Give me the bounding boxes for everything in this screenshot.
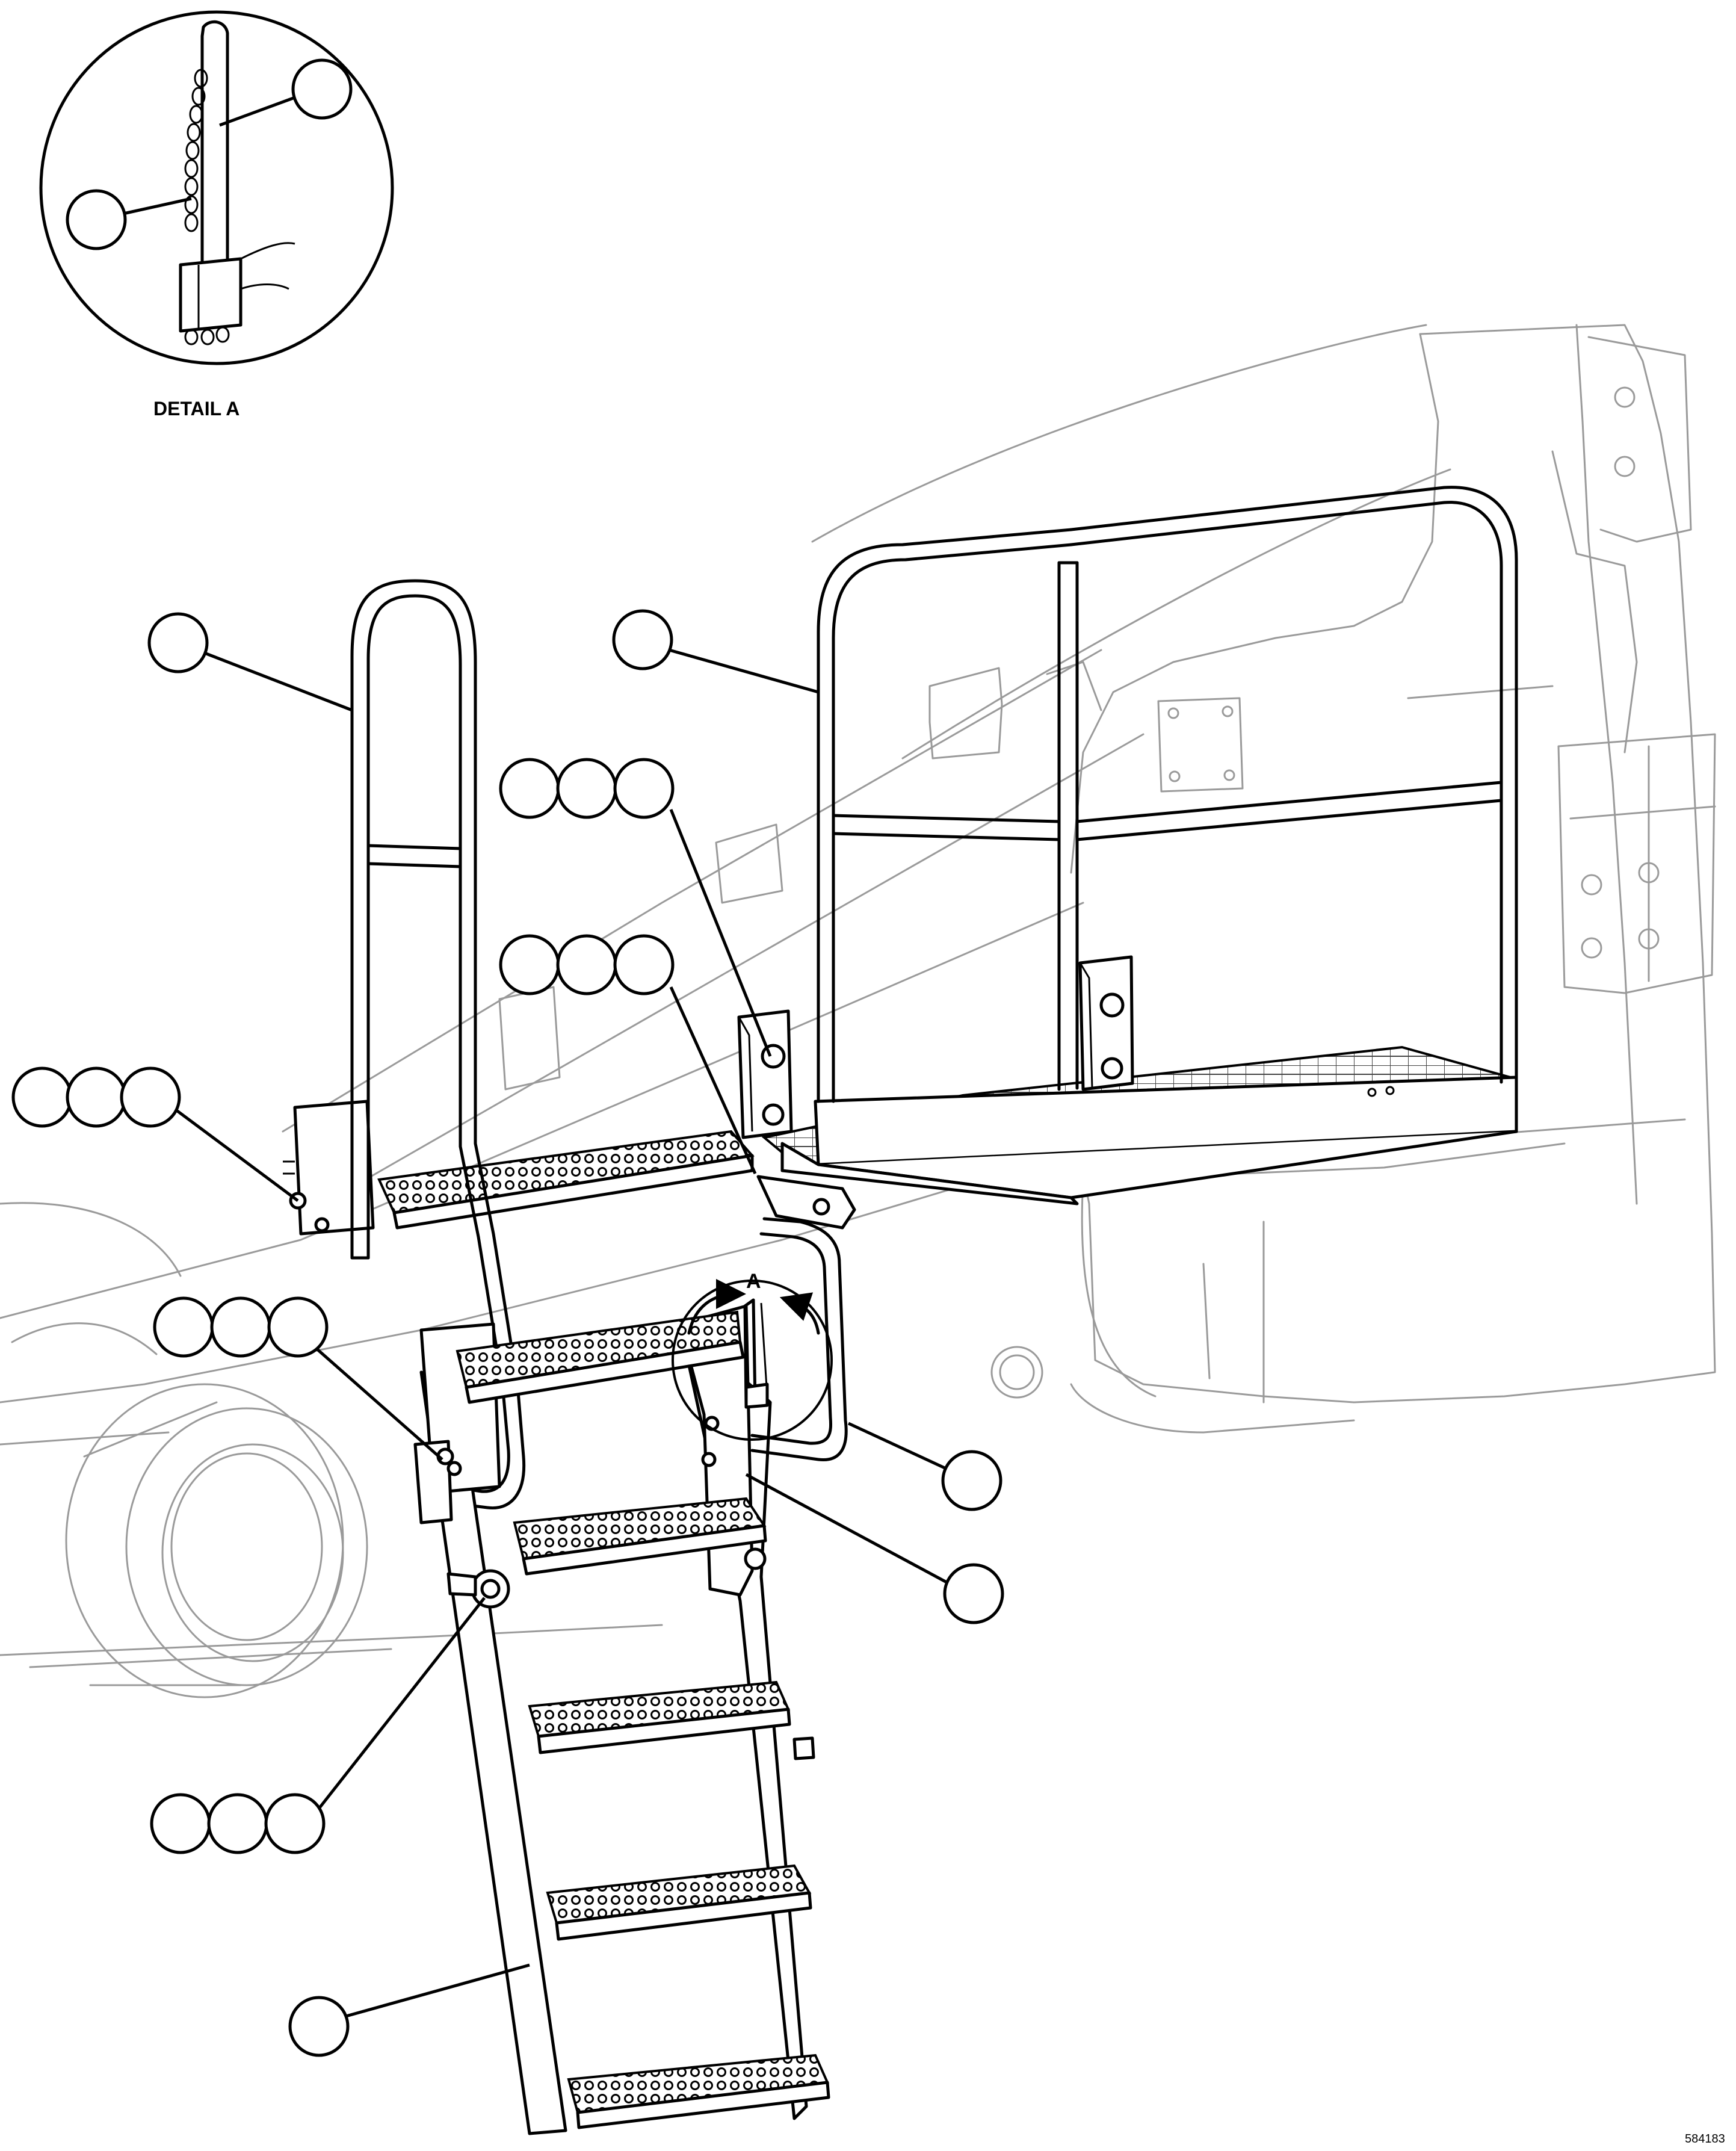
callout-bracket-bolts-lower-2 <box>556 934 617 995</box>
platform-hinge <box>756 1175 856 1230</box>
callout-detail-chain <box>66 189 127 250</box>
callout-bracket-bolts-upper-3 <box>613 758 675 819</box>
callout-step-mount-bolts-3 <box>120 1066 181 1128</box>
upper-step <box>283 1100 755 1236</box>
callout-platform-guardrail <box>612 609 673 670</box>
callout-step-mount-bolts-2 <box>66 1066 127 1128</box>
detail-a-view-marker: A <box>672 1270 833 1441</box>
detail-a-circle <box>39 10 394 365</box>
callout-pivot-pin-hardware-2 <box>207 1793 268 1854</box>
detail-chain <box>184 69 230 345</box>
detail-a-view: DETAIL A <box>39 10 394 419</box>
detail-pin-bracket <box>179 257 242 333</box>
callout-bracket-bolts-upper-1 <box>499 758 560 819</box>
detail-pin <box>200 20 229 267</box>
callout-ladder-assembly <box>288 1996 350 2057</box>
drawing-reference-number: 584183 <box>1685 2132 1725 2146</box>
platform-guardrail <box>817 528 1073 1103</box>
view-marker-label: A <box>746 1270 761 1293</box>
callout-detail-pin <box>291 58 353 120</box>
detail-a-caption: DETAIL A <box>153 398 239 419</box>
view-marker-circle <box>672 1280 833 1441</box>
platform <box>737 486 1518 1230</box>
callout-ladder-mount-bolts-2 <box>210 1296 271 1358</box>
callout-step-mount-bolts-1 <box>11 1066 73 1128</box>
callout-lower-handrail <box>941 1450 1002 1511</box>
callout-bracket-bolts-upper-2 <box>556 758 617 819</box>
callout-bracket-bolts-lower-3 <box>613 934 675 995</box>
ladder-assembly <box>413 1217 848 2135</box>
callouts <box>11 609 1004 2057</box>
callout-ladder-mount-bolts-1 <box>153 1296 214 1358</box>
callout-ladder-handrail <box>147 612 209 673</box>
callout-bracket-bolts-lower-1 <box>499 934 560 995</box>
machine-frame-background <box>0 324 1716 1698</box>
callout-pivot-pin-hardware-1 <box>150 1793 211 1854</box>
platform-right-bracket <box>1078 955 1134 1091</box>
callout-pivot-pin-hardware-3 <box>264 1793 326 1854</box>
upper-step-bracket <box>293 1100 375 1236</box>
callout-ladder-side-plate <box>943 1563 1004 1624</box>
callout-ladder-mount-bolts-3 <box>267 1296 329 1358</box>
